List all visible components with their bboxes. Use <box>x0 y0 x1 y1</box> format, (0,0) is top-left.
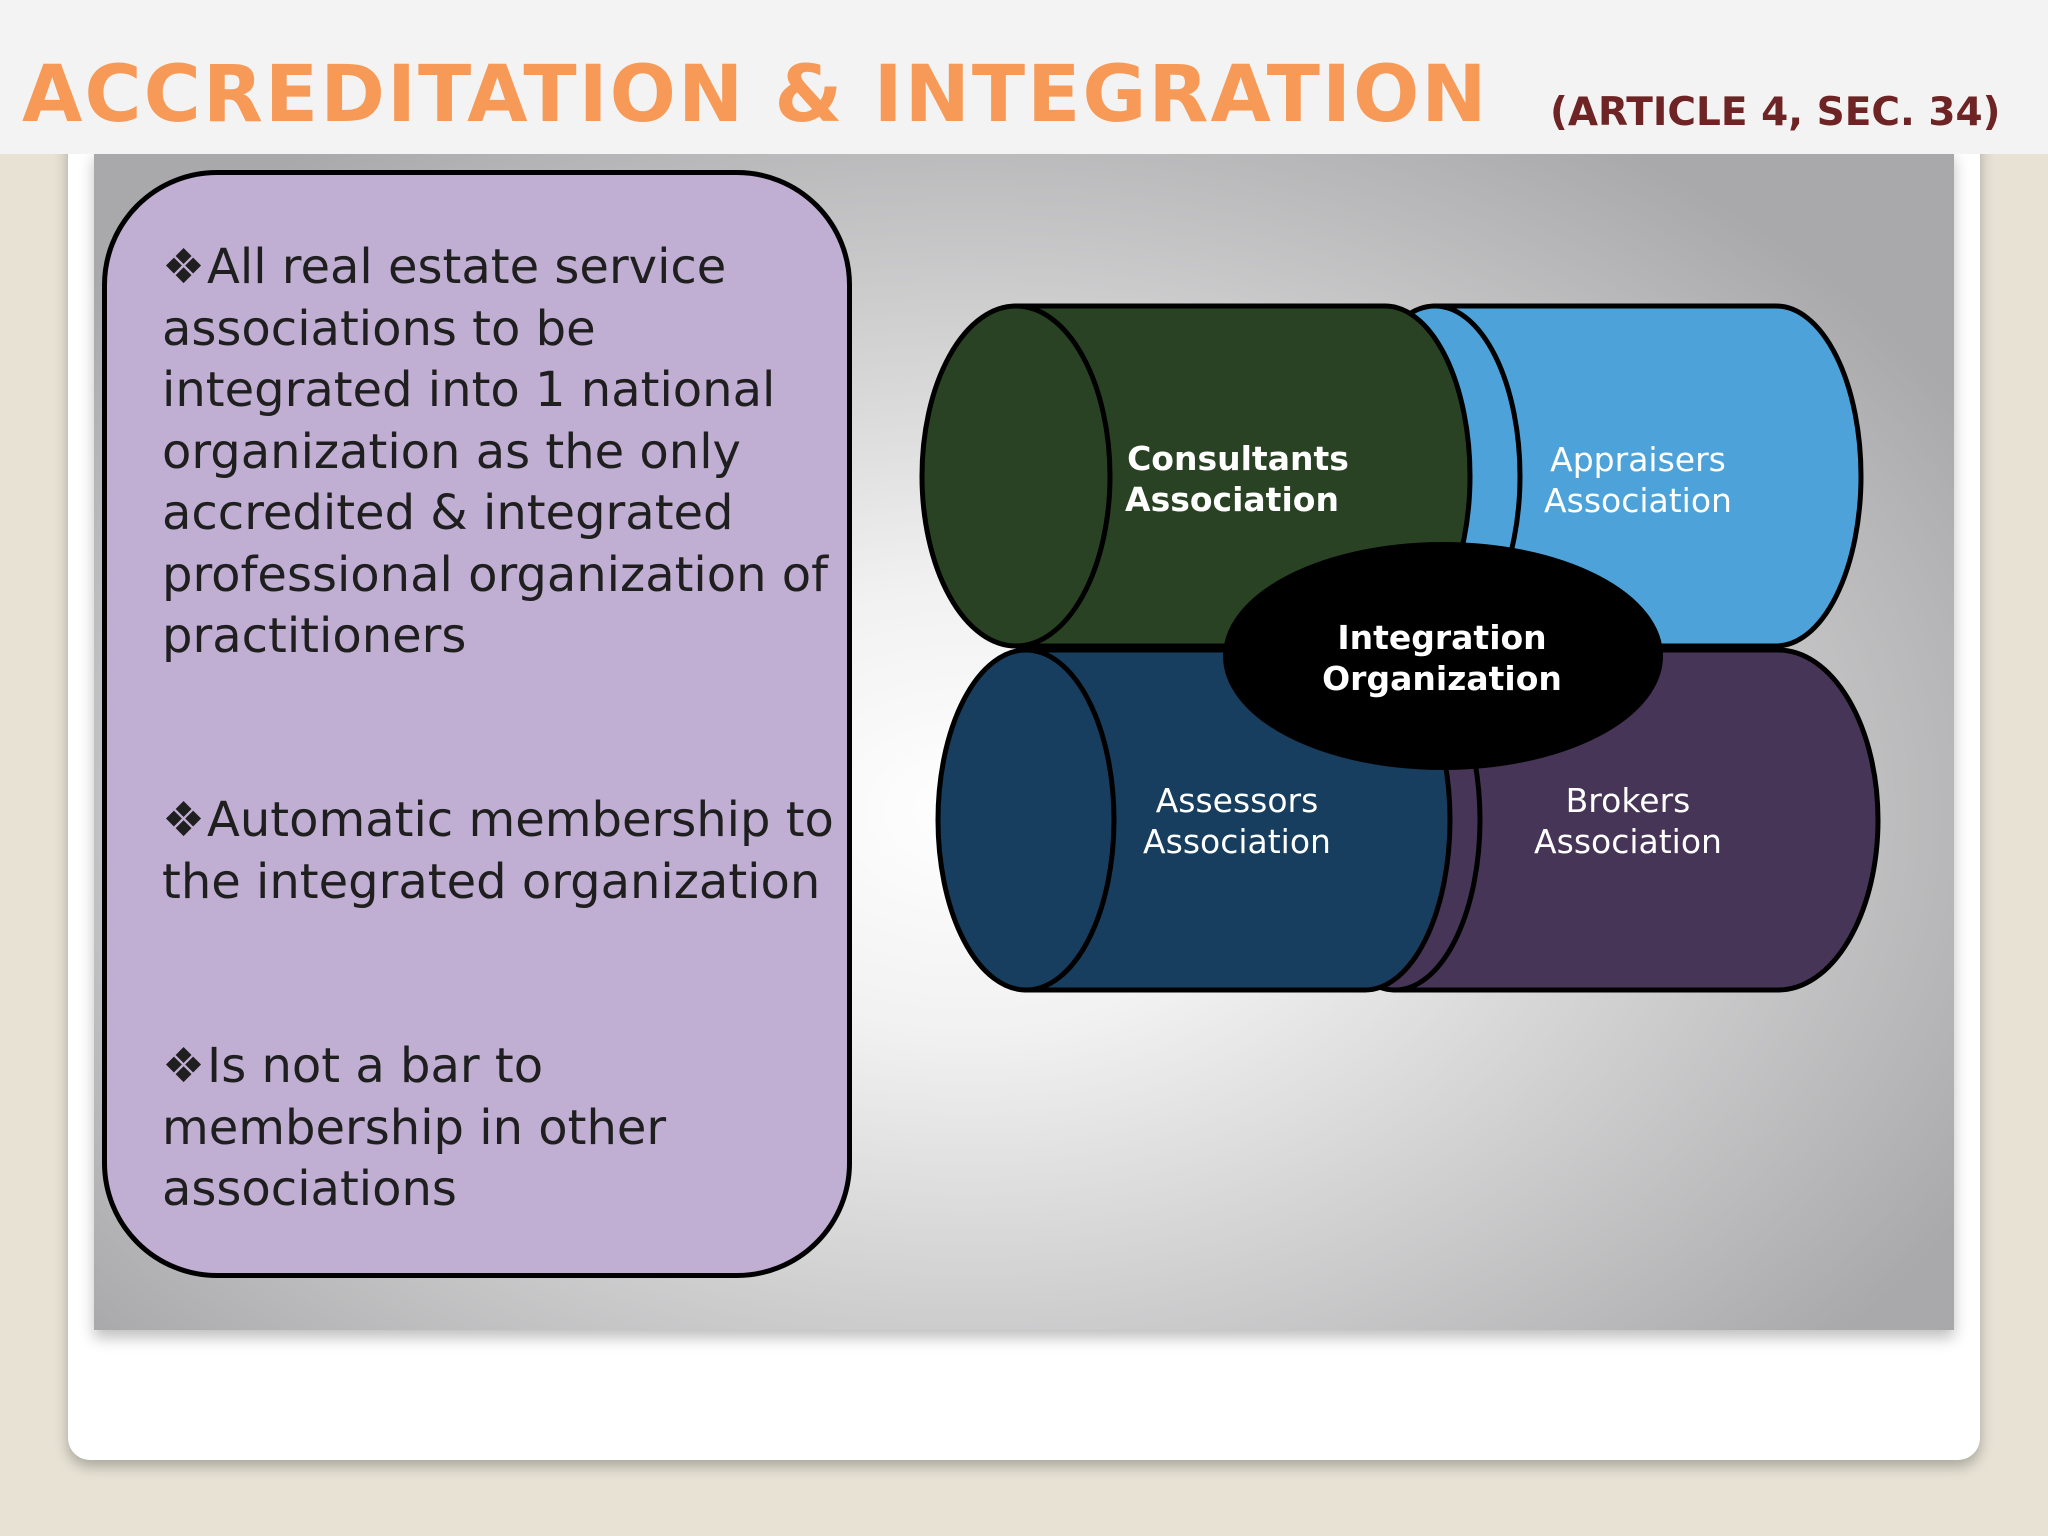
bullet-text: Automatic membership to the integrated o… <box>162 792 834 910</box>
slide-title: ACCREDITATION & INTEGRATION <box>22 50 1489 140</box>
bullet-diamond-icon: ❖ <box>162 792 206 848</box>
integration-organization-ellipse <box>1223 542 1663 770</box>
bullet-item: ❖Is not a bar to membership in other ass… <box>162 1036 852 1221</box>
title-bar: ACCREDITATION & INTEGRATION (ARTICLE 4, … <box>0 0 2048 154</box>
bullet-text-box: ❖All real estate service associations to… <box>102 170 852 1278</box>
bullet-item: ❖Automatic membership to the integrated … <box>162 790 852 913</box>
bullet-text: Is not a bar to membership in other asso… <box>162 1038 667 1217</box>
bullet-diamond-icon: ❖ <box>162 239 206 295</box>
cylinder-consultants-cap <box>919 303 1113 649</box>
bullet-text: All real estate service associations to … <box>162 239 829 664</box>
bullet-item: ❖All real estate service associations to… <box>162 237 852 668</box>
cylinder-assessors-cap <box>935 647 1117 993</box>
bullet-diamond-icon: ❖ <box>162 1038 206 1094</box>
slide-subtitle: (ARTICLE 4, SEC. 34) <box>1550 90 2001 135</box>
